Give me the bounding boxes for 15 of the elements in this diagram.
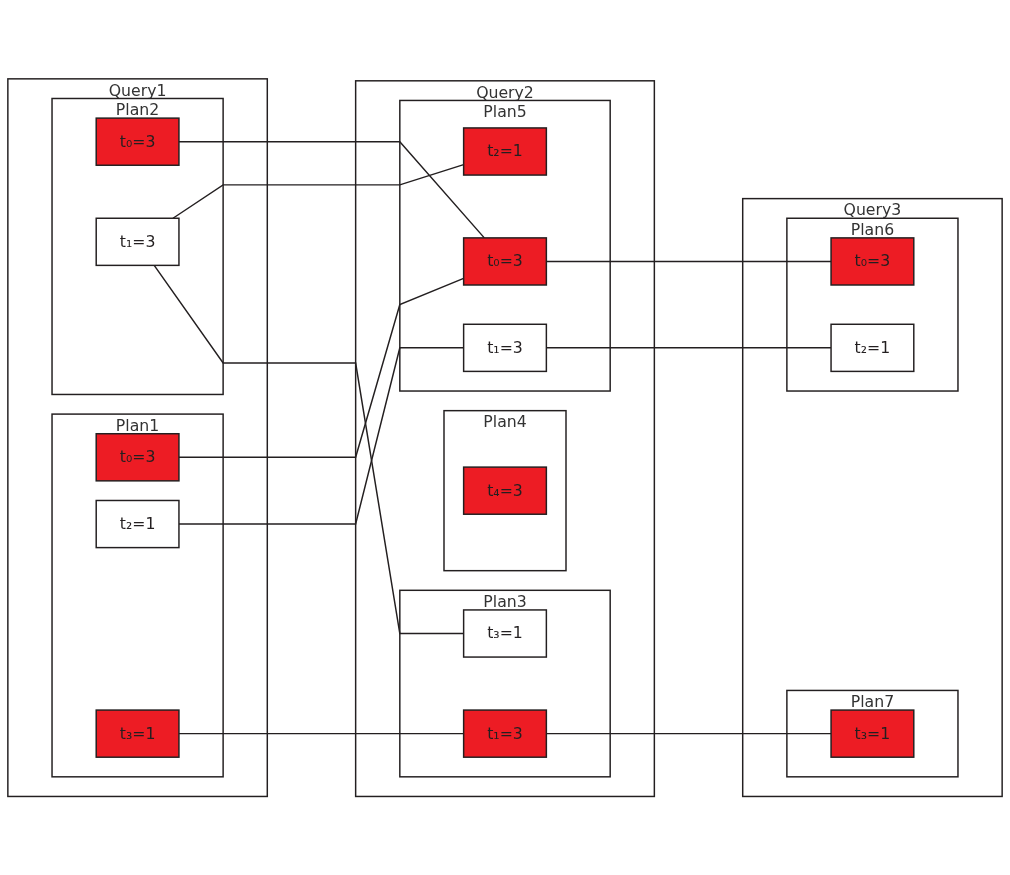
node-box: t₃=1 — [830, 709, 915, 758]
node-box: t₁=3 — [462, 323, 548, 372]
node-box: t₄=3 — [462, 466, 548, 515]
node-box: t₀=3 — [462, 237, 548, 286]
node-box: t₃=1 — [462, 609, 548, 658]
node-box: t₁=3 — [462, 709, 548, 758]
node-box: t₂=1 — [462, 127, 548, 176]
node-box: t₃=1 — [95, 709, 180, 758]
node-box: t₀=3 — [95, 432, 180, 482]
node-box: t₀=3 — [830, 237, 915, 286]
node-box: t₀=3 — [95, 117, 180, 166]
node-box: t₂=1 — [95, 499, 180, 549]
connector — [178, 140, 486, 239]
node-box: t₁=3 — [95, 217, 180, 266]
node-box: t₂=1 — [830, 323, 915, 372]
